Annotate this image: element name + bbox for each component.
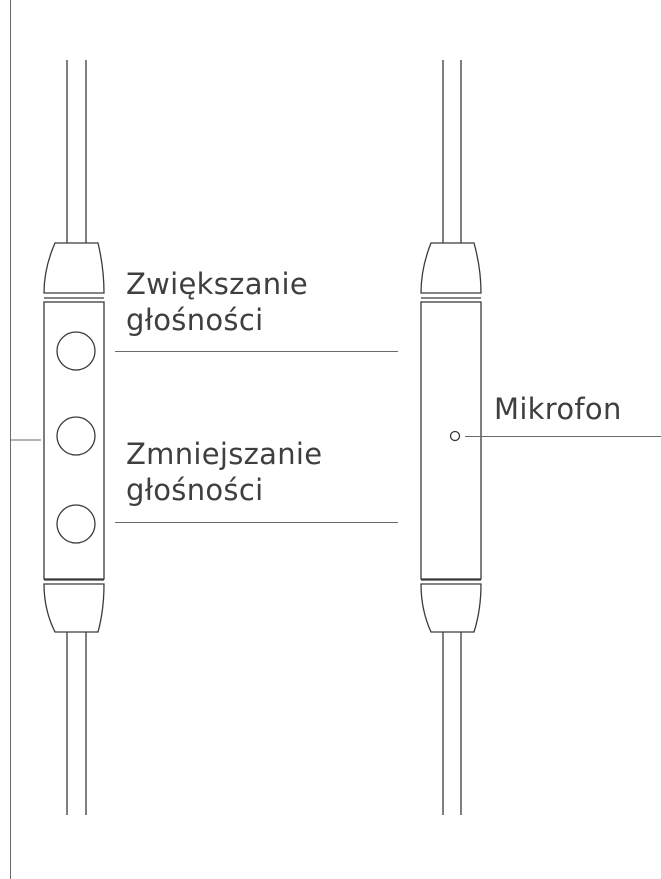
microphone-label: Mikrofon xyxy=(494,391,622,427)
volume-up-button xyxy=(56,331,96,371)
left-bottom-cap xyxy=(43,583,105,633)
microphone-hole xyxy=(449,430,461,442)
right-remote xyxy=(420,60,482,815)
volume-up-label: Zwiększanie głośności xyxy=(126,266,308,338)
left-top-cap xyxy=(43,242,105,294)
right-bottom-cap xyxy=(420,583,482,633)
right-remote-body xyxy=(420,301,482,580)
volume-down-label-line1: Zmniejszanie xyxy=(126,437,323,471)
volume-down-label-line2: głośności xyxy=(126,473,264,507)
left-remote xyxy=(43,60,105,815)
multifunction-button xyxy=(56,416,96,456)
volume-up-label-line2: głośności xyxy=(126,303,264,337)
volume-down-label: Zmniejszanie głośności xyxy=(126,436,322,508)
right-top-cap xyxy=(420,242,482,294)
volume-down-button xyxy=(56,504,96,544)
volume-up-label-line1: Zwiększanie xyxy=(126,267,308,301)
microphone-label-text: Mikrofon xyxy=(494,392,622,426)
